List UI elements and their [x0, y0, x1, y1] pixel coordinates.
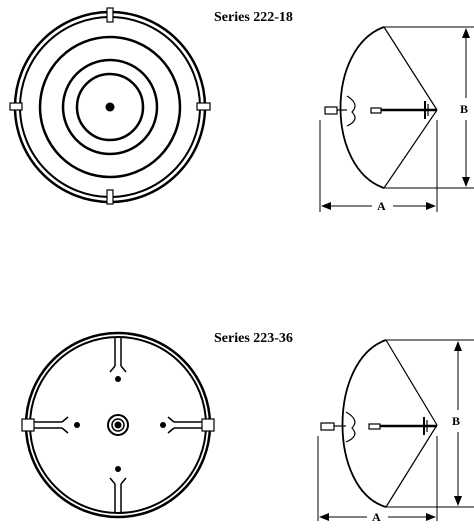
- feed-collar: [368, 423, 381, 430]
- radial-feed-left: [21, 416, 80, 434]
- dish-face: [341, 339, 387, 508]
- strut-lower: [383, 109, 438, 189]
- dim-a-arrow-right: [426, 202, 436, 210]
- rear-base: [320, 422, 335, 431]
- strut-upper: [383, 26, 438, 111]
- front-view-bottom: [21, 331, 215, 519]
- dim-a-arrow-left: [321, 202, 331, 210]
- side-view-top: [319, 26, 474, 212]
- dim-a-label-bottom: A: [372, 510, 381, 524]
- strut-lower: [385, 424, 438, 508]
- ring-large: [38, 35, 182, 179]
- feed-collar: [370, 107, 382, 114]
- feed-dot-top: [115, 376, 121, 382]
- feed-dot-right: [160, 422, 166, 428]
- dim-b-label-top: B: [460, 102, 468, 116]
- center-dot: [105, 102, 115, 112]
- dim-b-arrow-top: [454, 341, 462, 351]
- series-label-bottom: Series 223-36: [214, 331, 293, 346]
- hub-contour: [346, 95, 356, 127]
- rear-base: [324, 106, 338, 115]
- strut-upper: [385, 339, 438, 426]
- dim-b-label-bottom: B: [452, 414, 460, 428]
- center-boss-inner: [111, 418, 125, 432]
- radial-feed-bottom: [109, 466, 127, 518]
- feed-dot-bottom: [115, 466, 121, 472]
- center-dot: [114, 421, 122, 429]
- front-view-top: [9, 7, 211, 205]
- dim-a-label-top: A: [377, 199, 386, 213]
- radial-feed-top: [109, 332, 127, 382]
- center-boss-ring: [107, 414, 129, 436]
- tab-right: [196, 102, 211, 111]
- tab-left: [9, 102, 23, 111]
- side-view-bottom: [317, 339, 474, 521]
- dim-a-arrow-left: [319, 513, 329, 521]
- tab-bottom: [106, 189, 114, 205]
- dim-b-arrow-bottom: [462, 177, 470, 187]
- tab-top: [106, 7, 114, 23]
- series-label-top: Series 222-18: [214, 10, 293, 25]
- ring-medium: [61, 58, 159, 156]
- hub-contour: [345, 411, 356, 443]
- dish-face: [339, 26, 385, 189]
- dim-b-arrow-top: [462, 28, 470, 38]
- dim-a-arrow-right: [426, 513, 436, 521]
- ring-small: [75, 72, 145, 142]
- dim-b-arrow-bottom: [454, 496, 462, 506]
- radial-feed-right: [160, 416, 215, 434]
- feed-dot-left: [74, 422, 80, 428]
